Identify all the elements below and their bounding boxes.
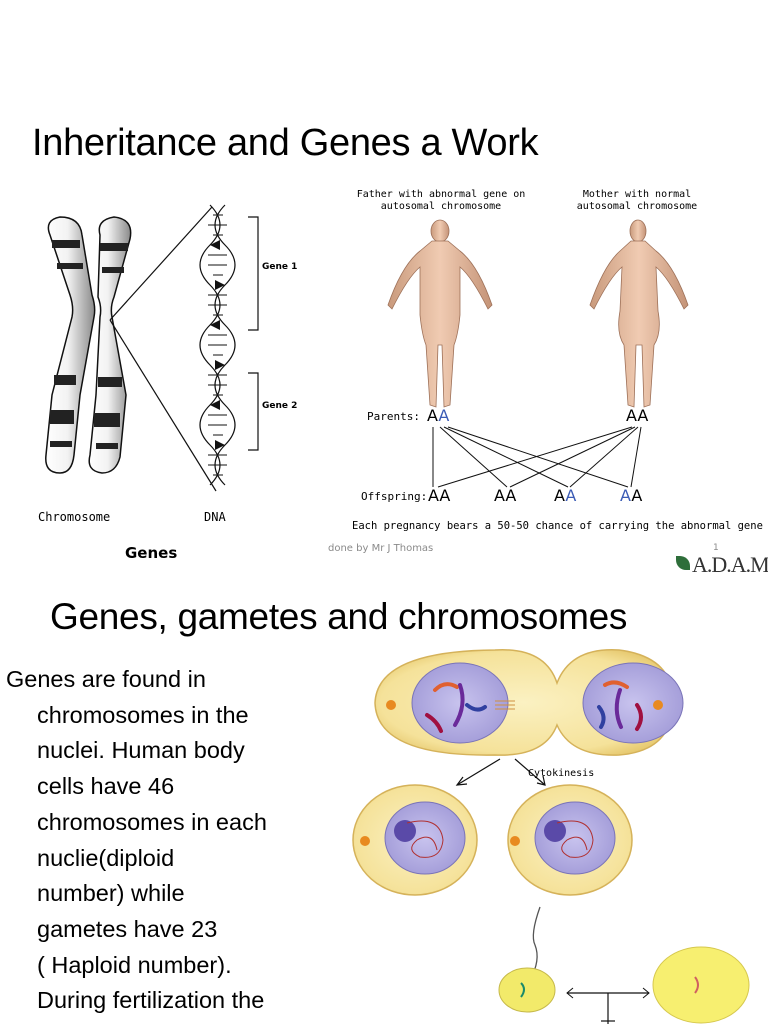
genes-caption: Genes: [125, 544, 178, 562]
mother-caption: Mother with normal autosomal chromosome: [576, 189, 698, 212]
cell-division-diagram: [352, 649, 750, 1024]
chromosome-shape: [45, 216, 132, 474]
chromosome-dna-diagram: [45, 204, 259, 492]
offspring-genotype-2: AA: [494, 486, 517, 505]
gene2-label: Gene 2: [262, 401, 298, 411]
offspring-label: Offspring:: [361, 490, 428, 503]
dna-helix: [199, 204, 236, 486]
body-line: During fertilization the: [37, 987, 265, 1014]
dividing-cell: [374, 649, 684, 756]
credit-text: done by Mr J Thomas: [328, 543, 434, 554]
body-line: gametes have 23: [37, 915, 218, 942]
daughter-cell-right: [507, 784, 633, 896]
body-line: cells have 46: [37, 773, 175, 800]
cytokinesis-label: Cytokinesis: [528, 768, 595, 779]
parents-label: Parents:: [367, 410, 420, 423]
offspring-genotype-3: AA: [554, 486, 577, 505]
slide2-title: Genes, gametes and chromosomes: [50, 596, 628, 637]
dna-label: DNA: [204, 510, 226, 524]
gametes: [498, 906, 750, 1024]
father-figure: [387, 219, 493, 408]
chromosome-label: Chromosome: [38, 510, 111, 524]
body-line: ( Haploid number).: [37, 951, 232, 978]
parents-figures: [387, 219, 689, 488]
mother-figure: [589, 219, 689, 408]
slide1-title: Inheritance and Genes a Work: [32, 122, 539, 164]
father-caption: Father with abnormal gene on autosomal c…: [356, 189, 526, 212]
body-text: Genes are found in chromosomes in the nu…: [6, 662, 326, 1019]
body-line: Genes are found in: [6, 666, 206, 692]
daughter-cell-left: [352, 784, 478, 896]
pregnancy-note: Each pregnancy bears a 50-50 chance of c…: [352, 520, 763, 532]
mother-genotype: AA: [626, 406, 649, 425]
body-line: chromosomes in the: [37, 701, 249, 728]
page-number: 1: [713, 543, 719, 553]
offspring-genotype-1: AA: [428, 486, 451, 505]
body-line: number) while: [37, 880, 185, 907]
offspring-genotype-4: AA: [620, 486, 643, 505]
adam-logo-icon: [676, 556, 690, 570]
body-line: nuclei. Human body: [37, 737, 245, 764]
father-genotype: AA: [427, 406, 450, 425]
adam-logo: A.D.A.M.: [692, 552, 768, 577]
body-line: nuclie(diploid: [37, 844, 175, 871]
body-line: chromosomes in each: [37, 808, 267, 835]
gene1-label: Gene 1: [262, 262, 298, 272]
